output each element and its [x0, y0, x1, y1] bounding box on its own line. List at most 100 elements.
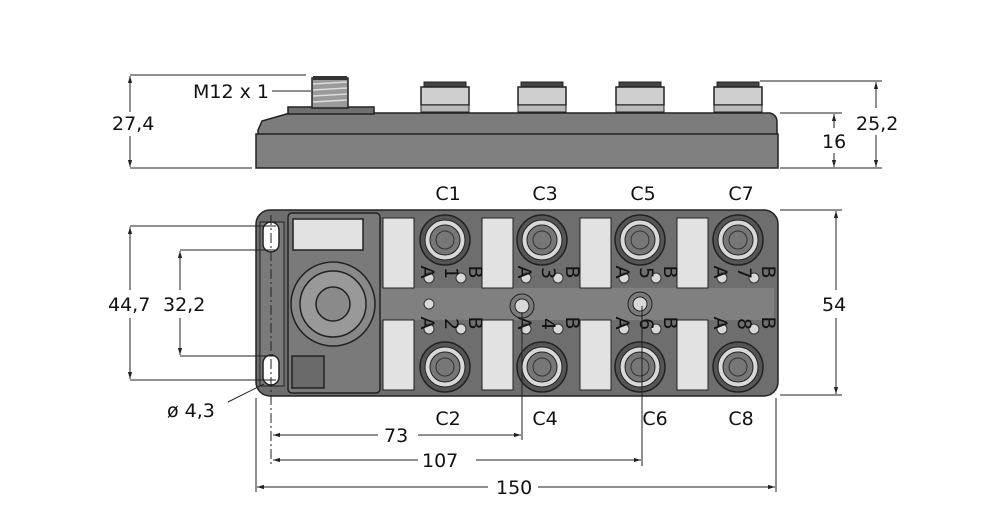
label-panel	[481, 319, 514, 391]
port-number-bottom: 6	[635, 318, 657, 330]
socket-side-base	[615, 104, 665, 113]
side-dimensions	[127, 74, 882, 169]
m12-socket-face	[526, 224, 558, 256]
socket-side-cap	[713, 86, 763, 106]
connector-label-bottom: C6	[642, 408, 667, 430]
dim-107: 107	[422, 450, 458, 472]
socket-side-base	[517, 104, 567, 113]
status-led	[748, 323, 760, 335]
socket-side-base	[420, 104, 470, 113]
port-number-top: 3	[537, 267, 559, 279]
dim-slot-outer: 44,7	[108, 294, 150, 316]
label-panel	[382, 217, 415, 289]
m12-socket-face	[624, 224, 656, 256]
led-label-b: B	[757, 316, 779, 329]
status-led	[520, 323, 532, 335]
m12-socket-pins	[728, 230, 748, 250]
status-led	[455, 272, 467, 284]
led-label-a: A	[513, 317, 535, 330]
led-label-b: B	[659, 265, 681, 278]
module-center-band	[380, 288, 774, 320]
mounting-hole	[632, 296, 648, 312]
side-body-lower	[255, 133, 779, 169]
dim-length: 150	[496, 477, 532, 499]
dim-height-total: 27,4	[112, 113, 154, 135]
label-panel	[579, 217, 612, 289]
status-led	[423, 323, 435, 335]
status-led	[716, 272, 728, 284]
status-led	[423, 298, 435, 310]
port-number-bottom: 8	[733, 318, 755, 330]
label-panel	[481, 217, 514, 289]
status-led	[520, 272, 532, 284]
status-led	[716, 323, 728, 335]
m12-socket-face	[722, 224, 754, 256]
connector-label-top: C3	[532, 183, 557, 205]
dim-slot-inner: 32,2	[163, 294, 205, 316]
status-led	[618, 272, 630, 284]
status-led	[455, 323, 467, 335]
dim-height-body: 16	[822, 131, 846, 153]
m12-socket-pins	[532, 230, 552, 250]
m12-socket-pins	[532, 357, 552, 377]
led-label-a: A	[611, 317, 633, 330]
m12-socket-face	[429, 224, 461, 256]
m12-socket-pins	[435, 357, 455, 377]
status-led	[650, 272, 662, 284]
label-panel	[382, 319, 415, 391]
connector-label-top: C1	[435, 183, 460, 205]
port-number-bottom: 2	[440, 318, 462, 330]
status-led	[650, 323, 662, 335]
led-label-a: A	[416, 266, 438, 279]
status-led	[748, 272, 760, 284]
led-label-b: B	[561, 316, 583, 329]
led-label-a: A	[709, 266, 731, 279]
m12-socket-face	[526, 351, 558, 383]
m12-socket-pins	[630, 230, 650, 250]
m12-socket-face	[624, 351, 656, 383]
dim-width: 54	[822, 294, 846, 316]
side-view	[255, 76, 779, 169]
top-dimensions	[127, 209, 842, 492]
m12-bus-connector-pins	[315, 286, 351, 322]
dim-height-sockets: 25,2	[856, 113, 898, 135]
port-number-top: 1	[440, 267, 462, 279]
led-label-b: B	[561, 265, 583, 278]
address-switch-cover	[291, 355, 325, 389]
led-label-b: B	[659, 316, 681, 329]
label-panel	[579, 319, 612, 391]
socket-side-base	[713, 104, 763, 113]
label-panel	[676, 319, 709, 391]
led-label-a: A	[709, 317, 731, 330]
m12-socket-pins	[728, 357, 748, 377]
status-led	[423, 272, 435, 284]
port-number-top: 7	[733, 267, 755, 279]
port-number-top: 5	[635, 267, 657, 279]
dim-hole-diameter: ø 4,3	[167, 400, 215, 422]
m12-socket-face	[722, 351, 754, 383]
led-label-b: B	[757, 265, 779, 278]
status-led	[552, 272, 564, 284]
connector-label-bottom: C8	[728, 408, 753, 430]
led-label-b: B	[464, 316, 486, 329]
m12-socket-pins	[630, 357, 650, 377]
connector-label-top: C7	[728, 183, 753, 205]
connector-label-bottom: C4	[532, 408, 557, 430]
status-led	[552, 323, 564, 335]
led-label-a: A	[611, 266, 633, 279]
dim-73: 73	[384, 425, 408, 447]
label-panel	[676, 217, 709, 289]
socket-side-cap	[517, 86, 567, 106]
m12-socket-face	[429, 351, 461, 383]
led-label-a: A	[416, 317, 438, 330]
m12-socket-pins	[435, 230, 455, 250]
port-number-bottom: 4	[537, 318, 559, 330]
socket-side-cap	[615, 86, 665, 106]
mounting-hole	[514, 298, 530, 314]
led-label-b: B	[464, 265, 486, 278]
side-body-upper	[257, 112, 778, 136]
mounting-flange	[259, 221, 285, 387]
connector-label-bottom: C2	[435, 408, 460, 430]
